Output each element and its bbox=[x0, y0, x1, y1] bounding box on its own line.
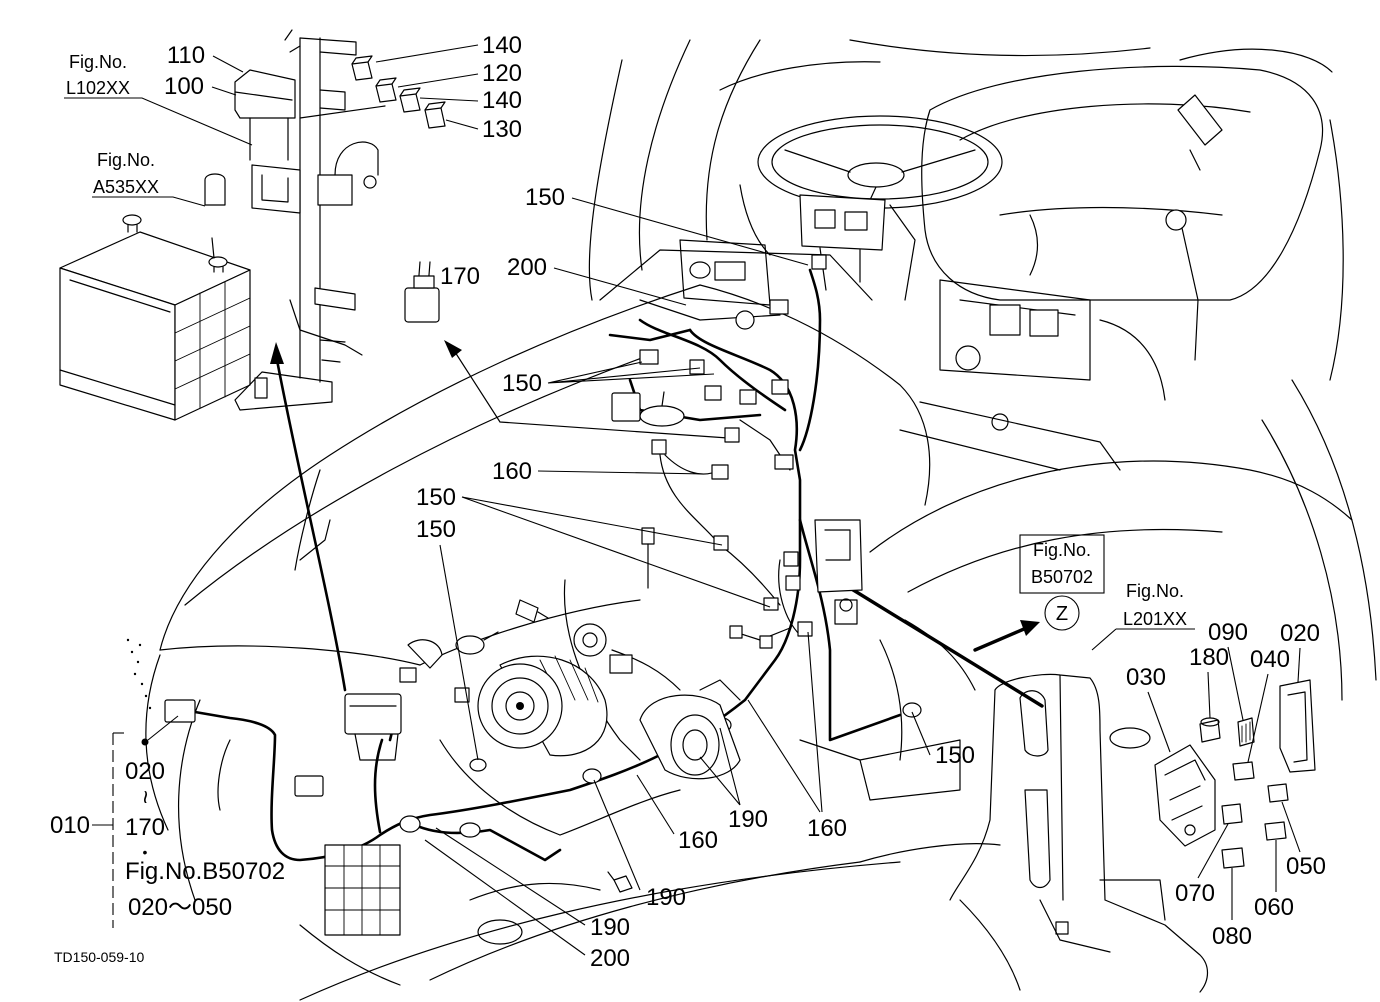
assembly-range-to: 170 bbox=[125, 814, 165, 841]
assembly-part-number: 010 bbox=[50, 812, 90, 839]
alternator bbox=[477, 655, 608, 757]
callout-050: 050 bbox=[1286, 853, 1326, 880]
radiator-grille bbox=[324, 844, 401, 936]
battery bbox=[59, 173, 333, 421]
battery-cable-arrow bbox=[270, 342, 347, 692]
callout-leader-lines bbox=[64, 44, 1301, 956]
callout-150: 150 bbox=[416, 516, 456, 543]
fuse-box-bracket bbox=[284, 29, 379, 383]
fig-ref-l102xx-code: L102XX bbox=[66, 78, 130, 98]
callout-110: 110 bbox=[167, 42, 205, 69]
fig-ref-box-b50702 bbox=[1019, 534, 1105, 594]
horn bbox=[573, 623, 607, 657]
blade-fuses bbox=[299, 55, 446, 129]
fuse-holder-parts bbox=[1199, 679, 1316, 869]
callout-080: 080 bbox=[1212, 923, 1252, 950]
fig-ref-a535xx-caption: Fig.No. bbox=[97, 150, 155, 170]
main-wiring-harness bbox=[193, 268, 902, 862]
callout-190: 190 bbox=[590, 914, 630, 941]
assembly-range-from: 020 bbox=[125, 758, 165, 785]
harness-connectors bbox=[164, 254, 863, 797]
callout-030: 030 bbox=[1126, 664, 1166, 691]
callout-120: 120 bbox=[482, 60, 522, 87]
callout-160: 160 bbox=[807, 815, 847, 842]
fig-ref-l201xx-code: L201XX bbox=[1123, 609, 1187, 629]
fig-ref-l102xx-caption: Fig.No. bbox=[69, 52, 127, 72]
callout-130: 130 bbox=[482, 116, 522, 143]
callout-020: 020 bbox=[1280, 620, 1320, 647]
callout-100: 100 bbox=[164, 73, 204, 100]
callout-150: 150 bbox=[935, 742, 975, 769]
callout-170: 170 bbox=[440, 263, 480, 290]
dashboard-instrument-panel bbox=[639, 184, 789, 330]
assembly-range-separator: ~ bbox=[132, 790, 159, 804]
callout-090: 090 bbox=[1208, 619, 1248, 646]
view-z-panel bbox=[949, 673, 1209, 993]
callout-200: 200 bbox=[507, 254, 547, 281]
operator-seat bbox=[921, 48, 1333, 431]
callout-040: 040 bbox=[1250, 646, 1290, 673]
sensor-switches bbox=[407, 599, 549, 669]
callout-190: 190 bbox=[646, 884, 686, 911]
drawing-number: TD150-059-10 bbox=[54, 949, 144, 965]
callout-140: 140 bbox=[482, 87, 522, 114]
callout-180: 180 bbox=[1189, 644, 1229, 671]
fig-ref-l201xx-caption: Fig.No. bbox=[1126, 581, 1184, 601]
fuse-holder bbox=[1154, 744, 1216, 847]
callout-160: 160 bbox=[678, 827, 718, 854]
callout-150: 150 bbox=[502, 370, 542, 397]
relay bbox=[404, 261, 440, 323]
callout-150: 150 bbox=[416, 484, 456, 511]
callout-150: 150 bbox=[525, 184, 565, 211]
view-z-leader-line bbox=[848, 586, 1044, 708]
fig-ref-a535xx-code: A535XX bbox=[93, 177, 159, 197]
callout-060: 060 bbox=[1254, 894, 1294, 921]
callout-070: 070 bbox=[1175, 880, 1215, 907]
view-z-marker-circle bbox=[1044, 595, 1080, 631]
relay-location-arrow bbox=[444, 340, 729, 439]
fuse-box bbox=[234, 69, 301, 214]
grille-dot-pattern bbox=[126, 638, 152, 710]
glow-plug bbox=[641, 527, 655, 589]
assembly-fig-ref-range: 020～050 bbox=[128, 894, 232, 921]
view-z-marker: Z bbox=[1056, 603, 1068, 625]
steering-wheel bbox=[757, 115, 1003, 301]
assembly-bullet: • bbox=[143, 844, 148, 860]
fig-ref-b50702-caption: Fig.No. bbox=[1033, 540, 1091, 560]
assembly-fig-ref: Fig.No.B50702 bbox=[125, 858, 285, 885]
callout-190: 190 bbox=[728, 806, 768, 833]
callout-200: 200 bbox=[590, 945, 630, 972]
callout-140: 140 bbox=[482, 32, 522, 59]
starter-motor bbox=[639, 679, 741, 780]
fig-ref-b50702-code: B50702 bbox=[1031, 567, 1093, 587]
callout-160: 160 bbox=[492, 458, 532, 485]
view-z-arrow bbox=[973, 620, 1040, 652]
